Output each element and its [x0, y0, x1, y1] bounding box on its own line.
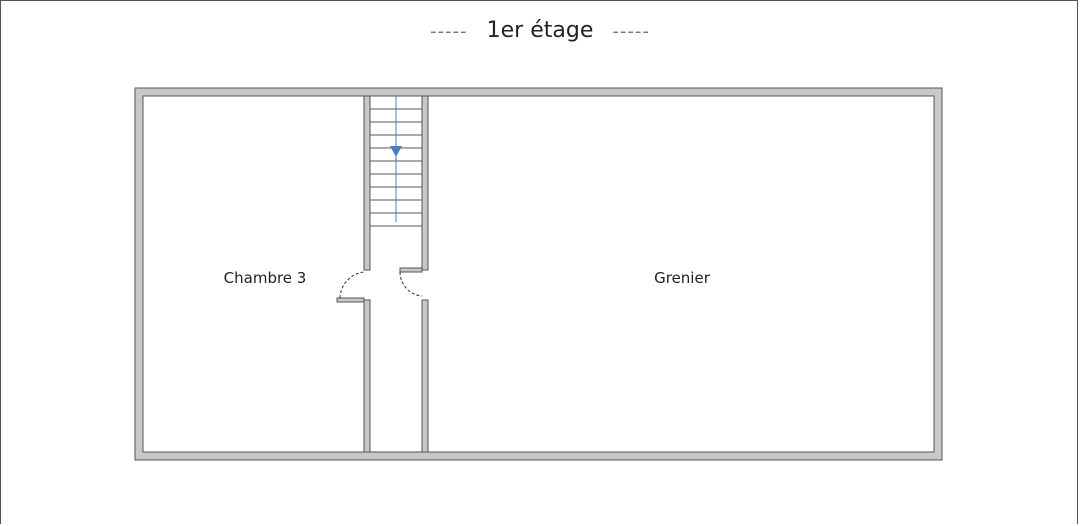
floor-title-text: 1er étage [486, 18, 594, 43]
room-label-left: Chambre 3 [224, 269, 307, 287]
partition-wall-right-upper [421, 95, 429, 271]
partition-wall-left-lower [363, 299, 371, 453]
outer-wall [134, 87, 943, 461]
door-left-leaf [336, 297, 365, 303]
partition-wall-left-upper [363, 95, 371, 271]
room-label-right: Grenier [654, 269, 711, 287]
floor-title: ----- 1er étage ----- [0, 18, 1080, 43]
title-dash-right: ----- [612, 21, 650, 42]
partition-wall-right-lower [421, 299, 429, 453]
door-right-leaf [399, 267, 423, 273]
door-swing-icon [339, 271, 423, 299]
title-dash-left: ----- [430, 21, 468, 42]
stairs-down-icon [369, 95, 423, 227]
